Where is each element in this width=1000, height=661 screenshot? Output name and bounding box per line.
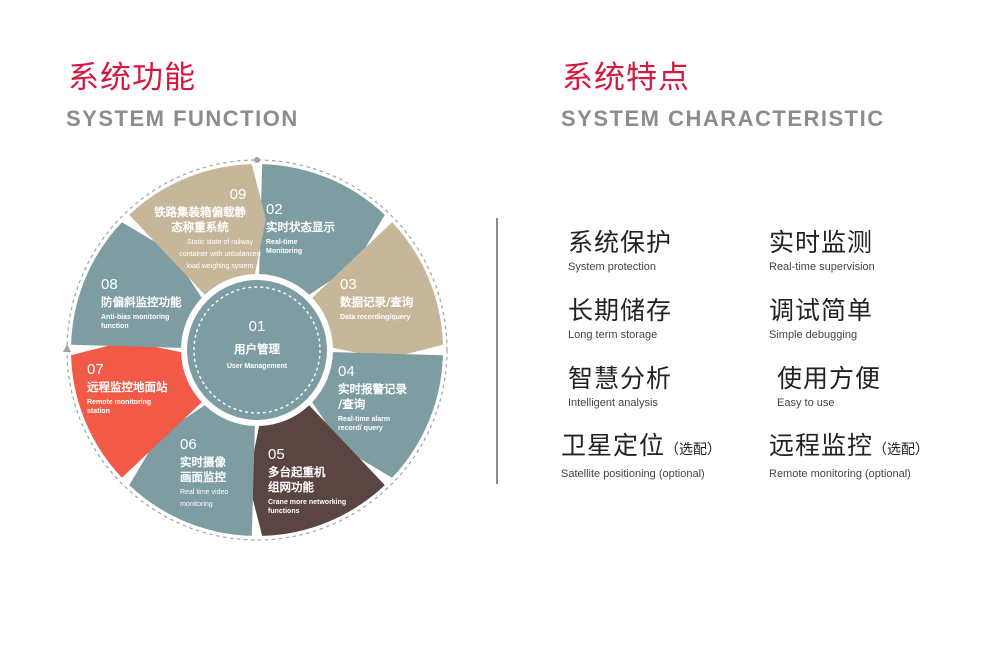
center-label-zh: 用户管理 — [233, 342, 280, 356]
segment-label-en: Data recording/query — [340, 314, 411, 321]
feature-simple-debugging: 调试简单 Simple debugging — [769, 296, 873, 341]
segment-label-zh: 防偏斜监控功能 — [101, 295, 182, 309]
center-label-en: User Management — [227, 363, 288, 370]
optional-tag: （选配） — [665, 442, 722, 458]
segment-03 — [312, 222, 443, 359]
segment-05 — [248, 405, 385, 536]
segment-label-en: record/ query — [338, 425, 383, 432]
feature-label-en: Simple debugging — [769, 329, 858, 341]
feature-intelligent-analysis: 智慧分析 Intelligent analysis — [568, 364, 672, 409]
feature-label-zh: 远程监控 — [769, 431, 874, 460]
feature-label-en: Easy to use — [777, 397, 835, 409]
segment-label-zh: 实时报警记录 — [338, 382, 407, 396]
feature-label-en: System protection — [568, 261, 657, 273]
guide-arrow-icon — [63, 344, 71, 352]
segment-label-en: Monitoring — [266, 248, 302, 255]
segment-number-02: 02 — [266, 201, 283, 218]
segment-label-en: load weighing system — [187, 263, 254, 270]
segment-number-06: 06 — [180, 436, 197, 453]
ring-layer — [63, 157, 448, 541]
segment-label-zh: /查询 — [338, 397, 366, 411]
feature-label-zh: 使用方便 — [777, 364, 882, 393]
segment-label-zh: 态称重系统 — [171, 220, 229, 234]
feature-easy-to-use: 使用方便 Easy to use — [777, 364, 881, 409]
segment-label-zh: 画面监控 — [180, 470, 226, 484]
segment-number-04: 04 — [338, 363, 355, 380]
segment-label-en: container with unbalanced — [179, 251, 260, 258]
vertical-divider — [496, 218, 498, 484]
segment-label-en: Real time video — [180, 489, 228, 496]
feature-label-en: Intelligent analysis — [568, 397, 658, 409]
segment-label-en: Static state of railway — [187, 239, 254, 246]
feature-label-en: Remote monitoring (optional) — [769, 468, 911, 480]
feature-label-zh: 长期储存 — [568, 296, 673, 325]
feature-realtime-supervision: 实时监测 Real-time supervision — [769, 228, 875, 273]
center-number: 01 — [249, 318, 266, 335]
segment-label-zh: 数据记录/查询 — [340, 295, 414, 309]
system-characteristic-title-zh: 系统特点 — [562, 60, 690, 96]
segment-label-zh: 铁路集装箱偏载静 — [154, 205, 246, 219]
segment-label-en: monitoring — [180, 501, 213, 508]
segment-label-zh: 组网功能 — [268, 480, 314, 494]
feature-label-zh: 系统保护 — [568, 228, 673, 257]
feature-system-protection: 系统保护 System protection — [568, 228, 672, 273]
feature-label-zh: 智慧分析 — [568, 364, 673, 393]
system-function-title-en: SYSTEM FUNCTION — [66, 106, 299, 131]
feature-label-en: Long term storage — [568, 329, 658, 341]
feature-satellite-positioning: 卫星定位（选配） Satellite positioning (optional… — [561, 431, 721, 480]
feature-label-en: Real-time supervision — [769, 261, 875, 273]
segment-label-zh: 实时状态显示 — [266, 220, 335, 234]
feature-long-term-storage: 长期储存 Long term storage — [568, 296, 672, 341]
function-ring-diagram: 01 用户管理 User Management 02 实时状态显示 Real-timeMo… — [63, 157, 448, 541]
segment-label-en: Real-time alarm — [338, 416, 390, 423]
segment-label-en: Anti-bias monitoring — [101, 314, 169, 321]
system-characteristic-title-en: SYSTEM CHARACTERISTIC — [561, 106, 885, 131]
segment-label-en: Remote monitoring — [87, 399, 151, 406]
segment-label-en: function — [101, 323, 129, 330]
segment-label-en: station — [87, 408, 110, 415]
segment-label-zh: 多台起重机 — [268, 465, 326, 479]
system-function-title-zh: 系统功能 — [68, 60, 196, 96]
feature-label-zh: 调试简单 — [769, 296, 874, 325]
segment-07 — [71, 341, 202, 478]
feature-label-zh: 卫星定位 — [561, 431, 666, 460]
segment-label-en: functions — [268, 508, 300, 515]
ring-labels: 01 用户管理 User Management 02 实时状态显示 Real-timeMo… — [87, 186, 414, 515]
segment-number-07: 07 — [87, 361, 104, 378]
segment-number-08: 08 — [101, 276, 118, 293]
segment-number-03: 03 — [340, 276, 357, 293]
center-disc — [187, 280, 327, 420]
segment-label-zh: 远程监控地面站 — [87, 380, 168, 394]
center-dashed-ring — [193, 286, 321, 414]
optional-tag: （选配） — [873, 442, 930, 458]
segment-number-05: 05 — [268, 446, 285, 463]
segment-number-09: 09 — [230, 186, 247, 203]
segment-label-en: Real-time — [266, 239, 298, 246]
segment-09 — [129, 164, 266, 295]
feature-label-zh: 实时监测 — [769, 228, 874, 257]
feature-label-en: Satellite positioning (optional) — [561, 468, 705, 480]
segment-label-zh: 实时摄像 — [180, 455, 226, 469]
feature-remote-monitoring: 远程监控（选配） Remote monitoring (optional) — [769, 431, 929, 480]
guide-start-dot — [254, 157, 260, 163]
segment-label-en: Crane more networking — [268, 499, 346, 506]
